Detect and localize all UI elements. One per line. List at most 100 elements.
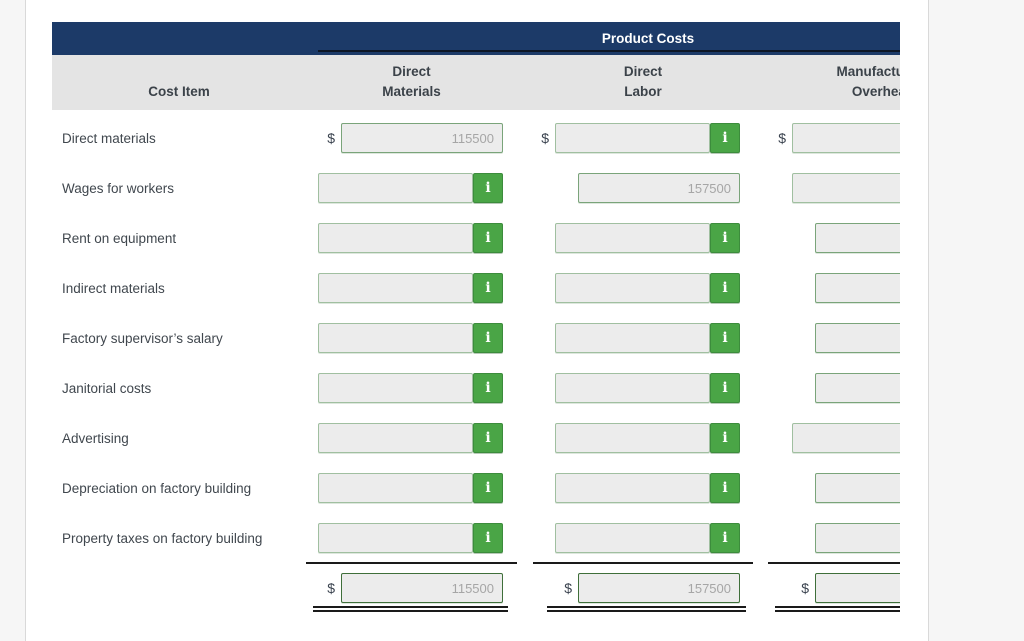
totals-row: $ $ $ bbox=[52, 562, 900, 622]
amount-input[interactable] bbox=[555, 423, 710, 453]
totals-double-underline bbox=[547, 606, 746, 608]
currency-symbol: $ bbox=[778, 130, 786, 146]
column-header-line: Materials bbox=[382, 84, 441, 99]
amount-input[interactable] bbox=[341, 573, 503, 603]
amount-input[interactable] bbox=[792, 123, 900, 153]
totals-double-underline bbox=[775, 610, 900, 612]
info-button[interactable]: i bbox=[710, 423, 740, 453]
amount-input[interactable] bbox=[318, 273, 473, 303]
total-cell-direct-labor: $ bbox=[555, 573, 740, 603]
totals-double-underline bbox=[547, 610, 746, 612]
info-button[interactable]: i bbox=[473, 323, 503, 353]
amount-input[interactable] bbox=[815, 323, 900, 353]
amount-input[interactable] bbox=[815, 373, 900, 403]
info-button[interactable]: i bbox=[473, 373, 503, 403]
cell-manufacturing-overhead bbox=[792, 523, 900, 553]
info-button[interactable]: i bbox=[710, 223, 740, 253]
cell-direct-labor bbox=[555, 173, 740, 203]
amount-input[interactable] bbox=[318, 173, 473, 203]
amount-input[interactable] bbox=[578, 173, 740, 203]
amount-input[interactable] bbox=[555, 223, 710, 253]
amount-input[interactable] bbox=[815, 523, 900, 553]
totals-double-underline bbox=[775, 606, 900, 608]
cell-direct-labor: i bbox=[555, 423, 740, 453]
cell-manufacturing-overhead: $i bbox=[778, 123, 900, 153]
info-button[interactable]: i bbox=[473, 423, 503, 453]
row-label: Janitorial costs bbox=[62, 380, 152, 396]
total-cell-direct-materials: $ bbox=[318, 573, 503, 603]
table-row: Direct materials $ $i $i bbox=[52, 113, 900, 163]
column-header-cost-item: Cost Item bbox=[148, 84, 210, 99]
row-label: Direct materials bbox=[62, 130, 156, 146]
info-button[interactable]: i bbox=[473, 223, 503, 253]
row-label: Factory supervisor’s salary bbox=[62, 330, 223, 346]
info-button[interactable]: i bbox=[473, 523, 503, 553]
totals-double-underline bbox=[313, 606, 508, 608]
cell-direct-materials: i bbox=[318, 323, 503, 353]
currency-symbol: $ bbox=[801, 580, 809, 596]
cell-direct-labor: $i bbox=[541, 123, 740, 153]
cell-manufacturing-overhead bbox=[792, 223, 900, 253]
content-panel: Product Costs Cost Item Direct Materials… bbox=[25, 0, 929, 641]
cell-direct-materials: i bbox=[318, 223, 503, 253]
info-button[interactable]: i bbox=[473, 273, 503, 303]
cell-direct-materials: $ bbox=[318, 123, 503, 153]
column-header-line: Overhead bbox=[851, 84, 900, 99]
table-scroll-region[interactable]: Product Costs Cost Item Direct Materials… bbox=[52, 22, 900, 622]
cell-direct-labor: i bbox=[555, 223, 740, 253]
amount-input[interactable] bbox=[318, 373, 473, 403]
info-button[interactable]: i bbox=[710, 123, 740, 153]
table-row: Indirect materials i i bbox=[52, 263, 900, 313]
info-button[interactable]: i bbox=[473, 173, 503, 203]
amount-input[interactable] bbox=[318, 473, 473, 503]
amount-input[interactable] bbox=[555, 523, 710, 553]
cell-direct-labor: i bbox=[555, 373, 740, 403]
info-button[interactable]: i bbox=[710, 273, 740, 303]
row-label: Wages for workers bbox=[62, 180, 175, 196]
product-costs-underline bbox=[318, 50, 900, 52]
cost-classification-table: Product Costs Cost Item Direct Materials… bbox=[52, 22, 900, 622]
info-button[interactable]: i bbox=[473, 473, 503, 503]
amount-input[interactable] bbox=[555, 373, 710, 403]
cell-manufacturing-overhead bbox=[792, 373, 900, 403]
column-header-row: Cost Item Direct Materials Direct Labor … bbox=[52, 55, 900, 110]
amount-input[interactable] bbox=[792, 423, 900, 453]
column-header-manufacturing-overhead: Manufacturing Overhead bbox=[768, 62, 901, 102]
currency-symbol: $ bbox=[327, 130, 335, 146]
info-button[interactable]: i bbox=[710, 473, 740, 503]
column-header-line: Manufacturing bbox=[836, 64, 901, 79]
cell-manufacturing-overhead bbox=[792, 323, 900, 353]
amount-input[interactable] bbox=[578, 573, 740, 603]
table-row: Depreciation on factory building i i bbox=[52, 463, 900, 513]
amount-input[interactable] bbox=[815, 223, 900, 253]
amount-input[interactable] bbox=[815, 573, 900, 603]
row-label: Property taxes on factory building bbox=[62, 530, 263, 546]
amount-input[interactable] bbox=[318, 223, 473, 253]
amount-input[interactable] bbox=[555, 123, 710, 153]
amount-input[interactable] bbox=[318, 523, 473, 553]
info-button[interactable]: i bbox=[710, 373, 740, 403]
amount-input[interactable] bbox=[555, 473, 710, 503]
amount-input[interactable] bbox=[341, 123, 503, 153]
info-button[interactable]: i bbox=[710, 523, 740, 553]
info-button[interactable]: i bbox=[710, 323, 740, 353]
amount-input[interactable] bbox=[792, 173, 900, 203]
cell-direct-labor: i bbox=[555, 273, 740, 303]
column-header-line: Labor bbox=[624, 84, 662, 99]
amount-input[interactable] bbox=[318, 423, 473, 453]
column-header-line: Direct bbox=[623, 64, 663, 79]
currency-symbol: $ bbox=[541, 130, 549, 146]
product-costs-band: Product Costs bbox=[52, 22, 900, 55]
total-cell-manufacturing-overhead: $ bbox=[792, 573, 900, 603]
cell-direct-labor: i bbox=[555, 473, 740, 503]
amount-input[interactable] bbox=[815, 473, 900, 503]
row-label: Depreciation on factory building bbox=[62, 480, 252, 496]
column-header-direct-materials: Direct Materials bbox=[306, 62, 517, 102]
amount-input[interactable] bbox=[318, 323, 473, 353]
currency-symbol: $ bbox=[327, 580, 335, 596]
amount-input[interactable] bbox=[815, 273, 900, 303]
column-header-line: Direct bbox=[392, 64, 431, 79]
amount-input[interactable] bbox=[555, 323, 710, 353]
amount-input[interactable] bbox=[555, 273, 710, 303]
cell-direct-labor: i bbox=[555, 323, 740, 353]
